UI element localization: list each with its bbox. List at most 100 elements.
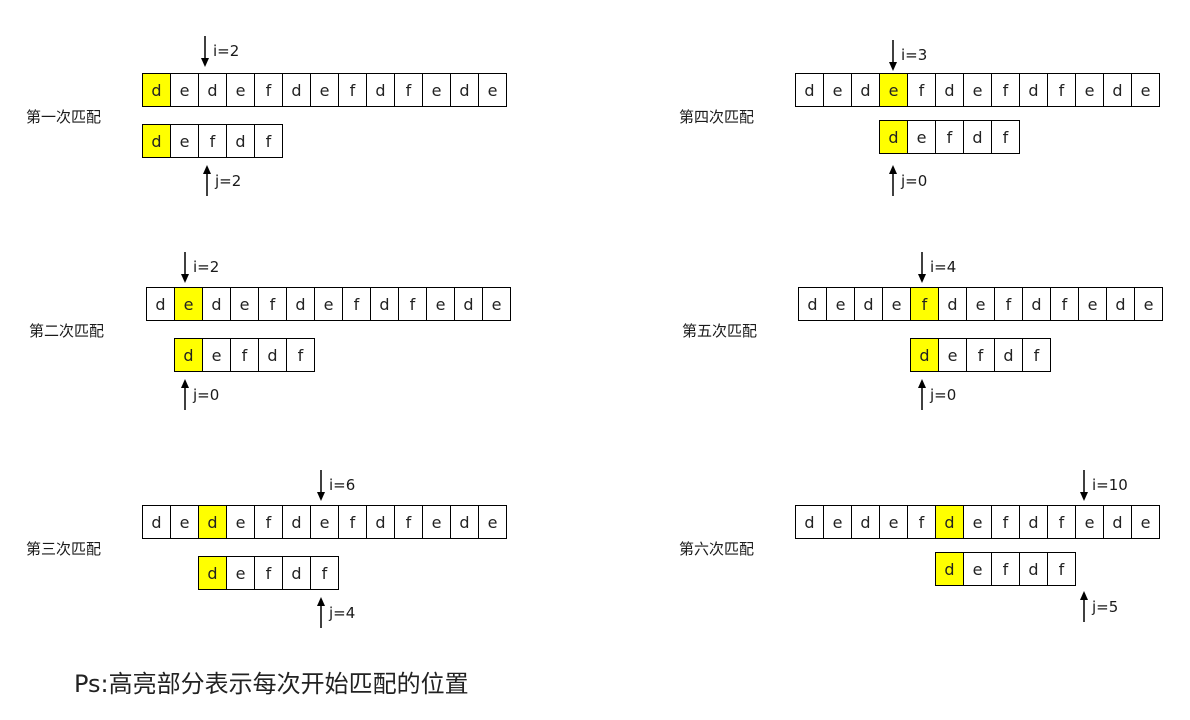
down-arrow-icon — [889, 40, 897, 71]
main-string-row-cell: e — [1076, 74, 1104, 106]
main-string-row-cell: d — [1104, 506, 1132, 538]
main-string-row-cell: f — [343, 288, 371, 320]
main-string-row-cell: f — [995, 288, 1023, 320]
main-string-row-cell: e — [479, 74, 507, 106]
main-string-row-cell: d — [1107, 288, 1135, 320]
main-string-row-cell: e — [311, 506, 339, 538]
j-pointer: j=0 — [180, 378, 340, 418]
main-string-row-cell: d — [939, 288, 967, 320]
main-string-row-cell: e — [880, 506, 908, 538]
main-string-row-cell: e — [171, 74, 199, 106]
main-string-row-cell: e — [311, 74, 339, 106]
up-arrow-icon — [918, 379, 926, 410]
main-string-row-cell: e — [1079, 288, 1107, 320]
i-pointer: i=4 — [917, 252, 1077, 292]
main-string-row-cell: e — [227, 506, 255, 538]
pattern-string-row-cell: d — [880, 121, 908, 153]
pattern-string-row-cell: e — [203, 339, 231, 371]
main-string-row-cell: d — [1020, 74, 1048, 106]
main-string-row-cell: e — [227, 74, 255, 106]
main-string-row-cell: d — [799, 288, 827, 320]
up-arrow-icon — [1080, 591, 1088, 622]
main-string-row-cell: d — [287, 288, 315, 320]
i-pointer-label: i=6 — [329, 476, 356, 494]
main-string-row-cell: f — [395, 74, 423, 106]
main-string-row-cell: f — [399, 288, 427, 320]
footnote: Ps:高亮部分表示每次开始匹配的位置 — [74, 670, 469, 698]
j-pointer: j=2 — [202, 164, 362, 204]
i-pointer-label: i=3 — [901, 46, 928, 64]
main-string-row-cell: f — [992, 74, 1020, 106]
pattern-string-row-cell: f — [255, 125, 283, 157]
match-step-label: 第一次匹配 — [26, 108, 102, 126]
main-string-row-cell: e — [1132, 74, 1160, 106]
main-string-row-cell: d — [1020, 506, 1048, 538]
match-step-label: 第二次匹配 — [29, 322, 105, 340]
main-string-row-cell: e — [175, 288, 203, 320]
main-string-row-cell: f — [259, 288, 287, 320]
pattern-string-row-cell: e — [227, 557, 255, 589]
main-string-row-cell: d — [203, 288, 231, 320]
main-string-row-cell: f — [908, 506, 936, 538]
pattern-string-row-cell: d — [911, 339, 939, 371]
pattern-string-row-cell: f — [287, 339, 315, 371]
i-pointer: i=6 — [316, 470, 476, 510]
match-step-label: 第六次匹配 — [679, 540, 755, 558]
pattern-string-row-cell: f — [231, 339, 259, 371]
pattern-string-row-cell: d — [199, 557, 227, 589]
main-string-row-cell: d — [451, 506, 479, 538]
down-arrow-icon — [1080, 470, 1088, 501]
pattern-string-row-cell: d — [143, 125, 171, 157]
main-string-row-cell: d — [796, 74, 824, 106]
pattern-string-row-cell: d — [964, 121, 992, 153]
main-string-row-cell: f — [255, 74, 283, 106]
i-pointer: i=2 — [180, 252, 340, 292]
main-string-row-cell: d — [1104, 74, 1132, 106]
main-string-row-cell: d — [199, 74, 227, 106]
j-pointer-label: j=0 — [930, 386, 957, 404]
main-string-row-cell: e — [315, 288, 343, 320]
down-arrow-icon — [317, 470, 325, 501]
j-pointer: j=4 — [316, 596, 476, 636]
pattern-string-row-cell: f — [199, 125, 227, 157]
main-string-row-cell: e — [427, 288, 455, 320]
main-string-row-cell: f — [908, 74, 936, 106]
j-pointer-label: j=2 — [215, 172, 242, 190]
j-pointer-label: j=5 — [1092, 598, 1119, 616]
main-string-row-cell: e — [964, 506, 992, 538]
pattern-string-row-cell: f — [311, 557, 339, 589]
main-string-row-cell: e — [827, 288, 855, 320]
pattern-string-row-cell: d — [227, 125, 255, 157]
main-string-row-cell: d — [852, 506, 880, 538]
main-string-row-cell: d — [367, 74, 395, 106]
main-string-row-cell: f — [1051, 288, 1079, 320]
main-string-row-cell: d — [855, 288, 883, 320]
pattern-string-row-cell: d — [936, 553, 964, 585]
main-string-row-cell: f — [1048, 506, 1076, 538]
main-string-row-cell: e — [1076, 506, 1104, 538]
up-arrow-icon — [317, 597, 325, 628]
up-arrow-icon — [889, 165, 897, 196]
main-string-row-cell: e — [423, 506, 451, 538]
match-step-label: 第三次匹配 — [26, 540, 102, 558]
main-string-row-cell: d — [1023, 288, 1051, 320]
main-string-row-cell: e — [479, 506, 507, 538]
main-string-row-cell: d — [936, 74, 964, 106]
main-string-row-cell: d — [936, 506, 964, 538]
main-string-row-cell: e — [483, 288, 511, 320]
main-string-row-cell: d — [199, 506, 227, 538]
j-pointer: j=0 — [917, 378, 1077, 418]
down-arrow-icon — [181, 252, 189, 283]
pattern-string-row-cell: f — [1048, 553, 1076, 585]
main-string-row-cell: e — [231, 288, 259, 320]
i-pointer-label: i=10 — [1092, 476, 1128, 494]
pattern-string-row-cell: e — [939, 339, 967, 371]
